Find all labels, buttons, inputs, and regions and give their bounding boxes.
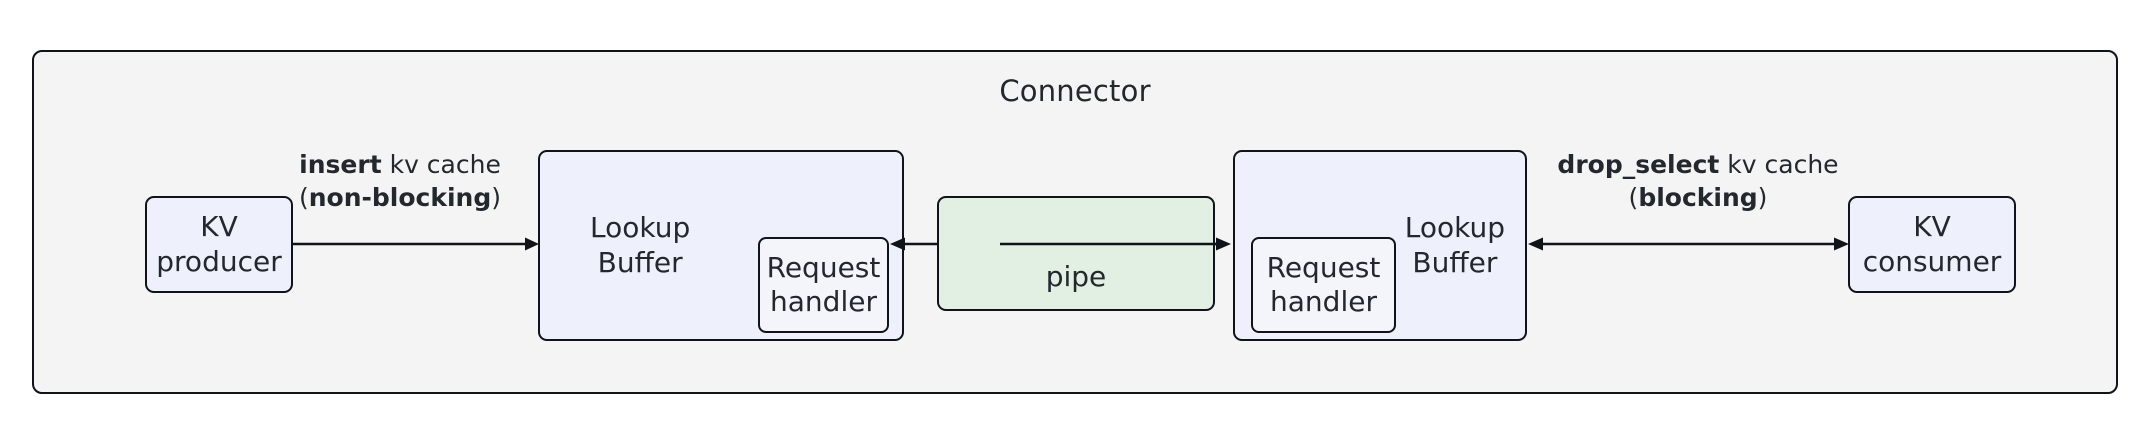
connector-title: Connector — [999, 74, 1151, 108]
insert-bold-text: insert — [299, 150, 382, 179]
insert-paren-open: ( — [298, 183, 309, 212]
drop-select-paren-close: ) — [1757, 183, 1768, 212]
kv-consumer-node: KV consumer — [1848, 196, 2016, 293]
insert-mode-text: non-blocking — [308, 183, 492, 212]
drop-select-mode-text: blocking — [1638, 183, 1758, 212]
insert-edge-label: insert kv cache (non-blocking) — [205, 148, 595, 214]
arrow-pipe-to-right-buffer — [1000, 229, 1232, 259]
request-handler-right-node: Request handler — [1251, 237, 1396, 333]
insert-paren-close: ) — [491, 183, 502, 212]
drop-select-edge-label: drop_select kv cache (blocking) — [1478, 148, 1918, 214]
kv-producer-label: KV producer — [156, 210, 282, 278]
kv-producer-node: KV producer — [145, 196, 293, 293]
kv-consumer-label: KV consumer — [1862, 210, 2002, 278]
lookup-buffer-left-label: Lookup Buffer — [590, 210, 691, 279]
arrow-producer-to-buffer — [293, 229, 541, 259]
drop-select-bold-text: drop_select — [1557, 150, 1720, 179]
pipe-node: pipe — [937, 196, 1215, 311]
insert-rest-text: kv cache — [381, 150, 501, 179]
drop-select-paren-open: ( — [1628, 183, 1639, 212]
request-handler-left-node: Request handler — [758, 237, 889, 333]
request-handler-right-label: Request handler — [1266, 250, 1381, 318]
arrow-buffer-consumer-bidirectional — [1528, 229, 1850, 259]
drop-select-rest-text: kv cache — [1719, 150, 1839, 179]
lookup-buffer-right-label: Lookup Buffer — [1404, 210, 1505, 279]
pipe-label: pipe — [1045, 260, 1107, 293]
request-handler-left-label: Request handler — [766, 250, 881, 318]
